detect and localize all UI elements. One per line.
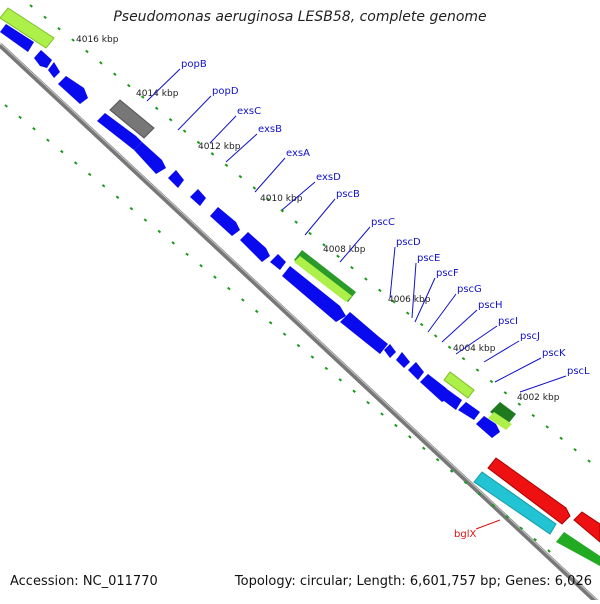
kbp-tick-label: 4010 kbp [260,194,303,204]
gene-arrow [168,170,184,188]
genome-backbone-highlight [0,42,600,604]
map-title: Pseudomonas aeruginosa LESB58, complete … [113,9,487,25]
gene-label-pscC: pscC [371,217,395,228]
gene-arrow [240,232,270,262]
gene-arrow [97,113,142,150]
kbp-tick-label: 4004 kbp [453,344,496,354]
gene-leader-line [455,325,498,355]
gene-arrow [340,312,388,354]
gene-arrow [210,207,240,236]
feature-red [573,511,600,543]
gene-arrow [476,416,500,438]
gene-leader-line [441,309,478,343]
gene-leader-line [411,262,417,319]
gene-arrow [384,344,396,358]
gene-arrow [48,62,60,78]
gene-leader-line [304,198,336,236]
gene-label-pscG: pscG [457,284,482,295]
kbp-tick-label: 4014 kbp [136,89,179,99]
gene-arrow [408,362,424,380]
feature-lime [294,256,352,302]
gene-label-exsD: exsD [316,172,341,183]
gene-leader-line [146,68,181,102]
gene-leader-line [475,519,501,530]
gene-leader-line [225,133,258,163]
kbp-tick-label: 4006 kbp [388,295,431,305]
feature-lime [488,412,512,430]
gene-label-exsA: exsA [286,148,310,159]
gene-leader-line [209,115,237,144]
feature-grey [109,99,155,139]
gene-label-pscK: pscK [542,348,566,359]
gene-leader-line [339,226,371,263]
feature-red [487,457,571,525]
gene-label-pscI: pscI [498,316,518,327]
gene-label-pscD: pscD [396,237,421,248]
gene-label-popD: popD [212,86,239,97]
gene-label-exsB: exsB [258,124,282,135]
gene-arrow [0,24,34,52]
feature-green [556,532,600,566]
gene-label-pscF: pscF [436,268,459,279]
gene-label-bglX: bglX [454,529,476,540]
gene-leader-line [281,181,316,211]
kbp-tick-label: 4008 kbp [323,245,366,255]
gene-leader-line [494,357,542,383]
gene-arrow [458,402,480,420]
gene-leader-line [254,157,286,193]
gene-label-pscB: pscB [336,189,360,200]
genome-summary: Topology: circular; Length: 6,601,757 bp… [234,574,592,589]
gene-leader-line [414,277,436,323]
gene-leader-line [177,95,212,131]
gene-label-exsC: exsC [237,106,261,117]
feature-lime [0,7,55,49]
gene-arrow [270,254,286,270]
feature-cyan [473,471,557,535]
genome-backbone [0,43,600,604]
feature-lime [443,371,475,399]
gene-leader-line [389,246,396,299]
gene-leader-line [427,293,457,333]
feature-track [0,7,600,566]
gene-label-pscE: pscE [417,253,440,264]
gene-label-pscJ: pscJ [520,331,540,342]
gene-arrow [134,142,166,174]
dotted-track-outer [29,4,600,471]
gene-label-pscH: pscH [478,300,503,311]
gene-arrow [34,50,52,68]
gene-arrow [282,266,346,322]
gene-leader-line [519,375,567,393]
kbp-tick-label: 4012 kbp [198,142,241,152]
gene-label-popB: popB [181,59,207,70]
gene-arrow [58,76,88,104]
gene-label-pscL: pscL [567,366,590,377]
gene-leader-line [483,340,520,363]
gene-arrow [432,384,462,410]
kbp-tick-layer: 4016 kbp 4014 kbp 4012 kbp 4010 kbp 4008 kbp… [76,35,560,403]
kbp-tick-label: 4016 kbp [76,35,119,45]
gene-arrow [190,189,206,206]
accession-label: Accession: NC_011770 [10,574,158,589]
gene-arrow [396,352,410,368]
feature-dark-green [490,402,516,424]
kbp-tick-label: 4002 kbp [517,393,560,403]
